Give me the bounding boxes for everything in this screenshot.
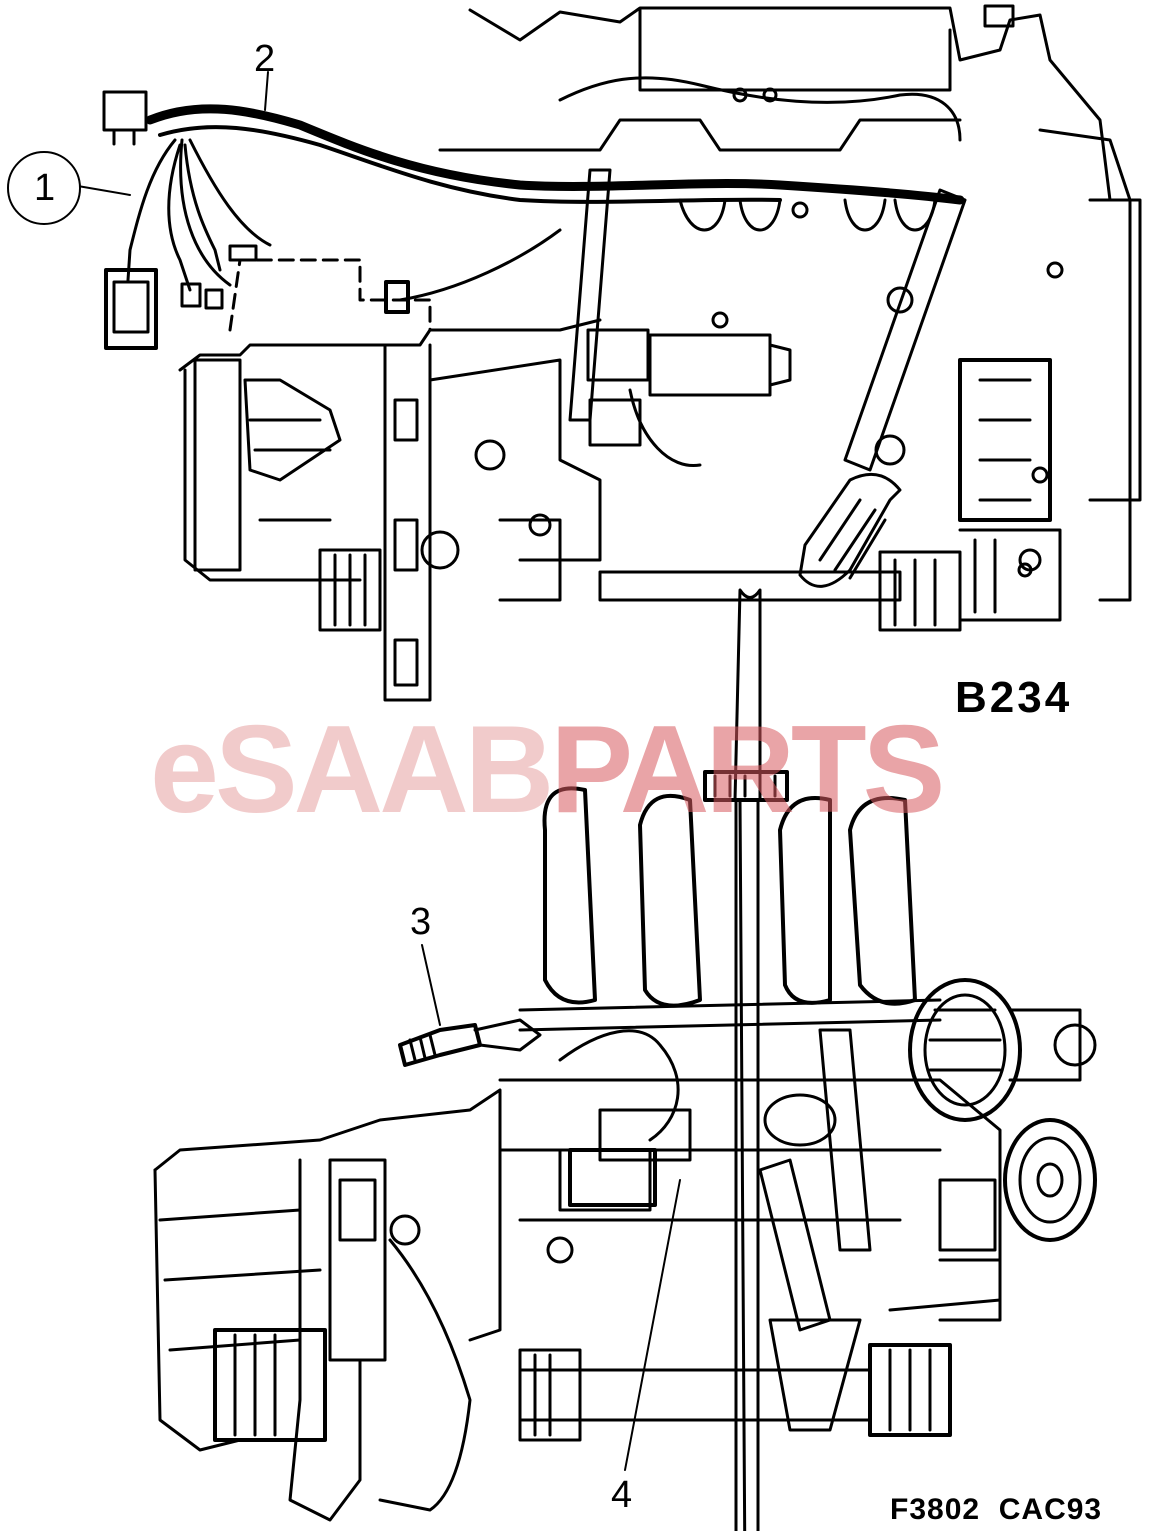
bottom-engine-drawing <box>155 590 1095 1531</box>
watermark: eSAABPARTS <box>150 708 945 832</box>
watermark-part-2: PARTS <box>550 701 945 839</box>
callout-1-circle <box>8 152 80 224</box>
callout-2: 2 <box>254 38 276 80</box>
top-engine-drawing <box>72 6 1140 700</box>
engine-model-label: B234 <box>955 673 1073 722</box>
callout-3: 3 <box>410 901 432 943</box>
watermark-part-1: eSAAB <box>150 701 554 839</box>
callout-1: 1 <box>34 167 56 209</box>
callout-4: 4 <box>611 1474 633 1516</box>
figure-code: F3802 CAC93 <box>890 1493 1103 1526</box>
